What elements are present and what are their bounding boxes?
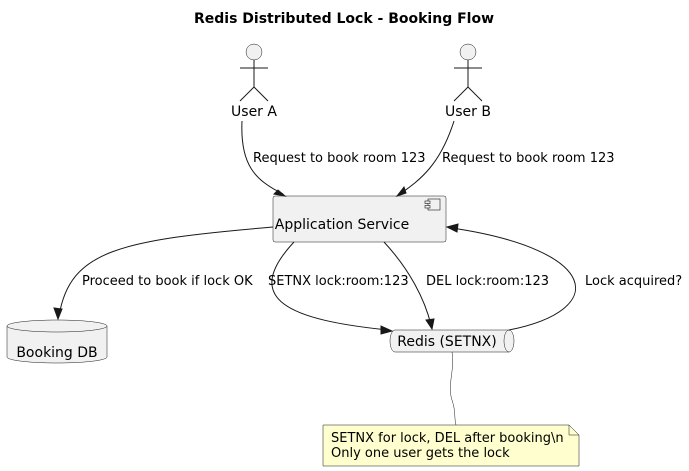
arrowhead-icon <box>53 307 63 321</box>
node-application-service-label: Application Service <box>275 217 409 233</box>
actor-head-icon <box>245 43 263 61</box>
arrowhead-icon <box>425 318 435 331</box>
edge-lock-acquired-label: Lock acquired? <box>585 274 682 289</box>
actor-user-a-label: User A <box>231 104 277 120</box>
arrowhead-icon <box>445 223 459 233</box>
diagram-title: Redis Distributed Lock - Booking Flow <box>194 11 494 27</box>
node-redis: Redis (SETNX) <box>389 329 515 353</box>
edge-user-b-request-label: Request to book room 123 <box>442 151 615 166</box>
note-line-1: SETNX for lock, DEL after booking\n <box>331 431 564 446</box>
actor-user-b-label: User B <box>445 104 491 120</box>
edge-user-a-request: Request to book room 123 <box>241 120 426 197</box>
node-application-service: Application Service <box>272 195 447 243</box>
component-icon <box>424 198 441 211</box>
node-redis-label: Redis (SETNX) <box>397 334 497 350</box>
note: SETNX for lock, DEL after booking\n Only… <box>322 424 580 467</box>
edge-proceed-book: Proceed to book if lock OK <box>53 226 274 321</box>
edge-user-b-request: Request to book room 123 <box>395 120 615 197</box>
edge-lock-acquired: Lock acquired? <box>445 223 682 331</box>
arrowhead-icon <box>272 189 287 197</box>
actor-user-b: User B <box>445 43 491 120</box>
node-booking-db: Booking DB <box>6 319 108 364</box>
edge-del: DEL lock:room:123 <box>383 241 549 331</box>
edge-del-label: DEL lock:room:123 <box>426 274 549 289</box>
edge-setnx-label: SETNX lock:room:123 <box>268 274 409 289</box>
note-box <box>322 424 580 467</box>
actor-user-a: User A <box>231 43 277 120</box>
note-line-2: Only one user gets the lock <box>331 446 510 461</box>
edge-user-a-request-label: Request to book room 123 <box>253 151 426 166</box>
arrowhead-icon <box>395 185 407 197</box>
arrowhead-icon <box>380 325 394 335</box>
edge-setnx: SETNX lock:room:123 <box>268 241 409 335</box>
actor-head-icon <box>459 43 477 61</box>
database-icon <box>6 319 108 364</box>
node-booking-db-label: Booking DB <box>16 345 97 361</box>
edge-proceed-book-label: Proceed to book if lock OK <box>82 274 253 289</box>
note-connector <box>450 351 457 426</box>
